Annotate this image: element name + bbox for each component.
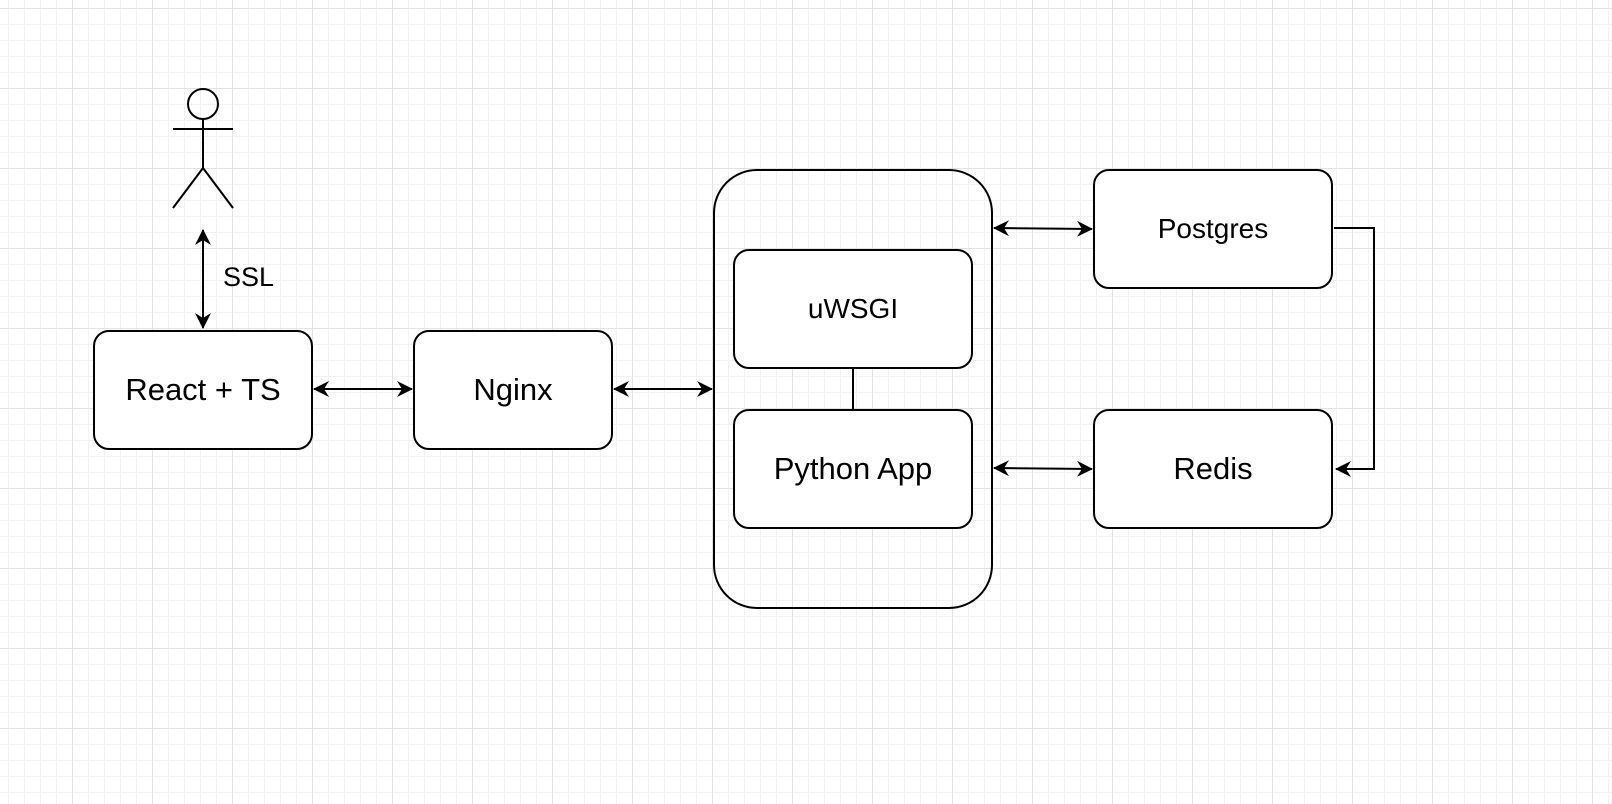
redis-node-label: Redis [1173,451,1253,486]
python-app-node[interactable]: Python App [733,409,973,529]
edge-postgres-redis[interactable] [1334,227,1375,477]
redis-node[interactable]: Redis [1093,409,1333,529]
uwsgi-node[interactable]: uWSGI [733,249,973,369]
uwsgi-node-label: uWSGI [807,293,899,324]
nginx-node[interactable]: Nginx [413,330,613,450]
nginx-node-label: Nginx [473,372,553,407]
backend-container[interactable] [713,169,993,609]
edge-backend-postgres[interactable] [993,220,1093,237]
edge-backend-redis[interactable] [993,460,1093,477]
user-actor-icon[interactable] [172,88,234,209]
python-app-node-label: Python App [773,451,933,486]
postgres-node[interactable]: Postgres [1093,169,1333,289]
react-ts-node[interactable]: React + TS [93,330,313,450]
react-ts-node-label: React + TS [125,372,281,407]
ssl-edge-label[interactable]: SSL [223,262,275,292]
postgres-node-label: Postgres [1157,213,1269,244]
